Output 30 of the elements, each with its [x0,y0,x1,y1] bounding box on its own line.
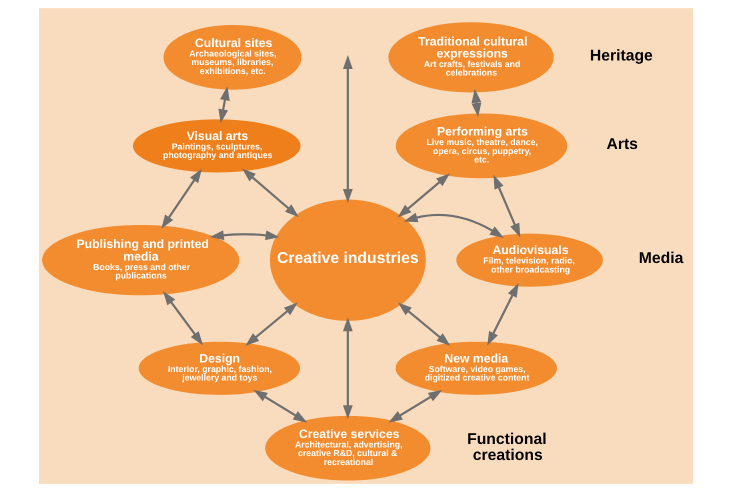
arrow [493,174,520,238]
node-ellipse: Creative services Architectural, advertising, creative R&D, cultural & recreational [264,416,430,481]
arrow [252,390,307,423]
arrow [486,283,518,346]
arrow [242,168,298,218]
node-ellipse: Creative industries [269,199,426,321]
arrow [471,88,481,117]
node-ellipse: Visual arts Paintings, sculptures, photography and antiques [132,119,300,172]
label: Heritage [589,47,652,64]
arrow [162,291,203,346]
node-ellipse: Publishing and printed media Books, press and other publications [42,225,239,296]
arrow [218,86,230,124]
node-ellipse: Performing arts Live music, theatre, dance, opera, circus, puppetry, etc. [395,114,567,178]
arrow [342,317,352,420]
node-ellipse: Audiovisuals Film, television, radio, other broadcasting [456,234,602,287]
arrow [244,302,298,346]
arrow [388,390,442,423]
node-ellipse: New media Software, video games, digitized creative content [395,342,556,395]
arrow [342,55,352,204]
arrow [397,173,450,218]
label: Media [638,250,683,268]
arrow [397,302,450,346]
node-ellipse: Traditional cultural expressions Art crafts, festivals and celebrations [388,22,554,92]
label: Arts [606,136,638,153]
node-ellipse: Cultural sites Archaeological sites, museums, libraries, exhibitions, etc. [162,24,301,90]
label: Functional creations [466,431,546,464]
arrow [209,230,280,240]
node-ellipse: Design Interior, graphic, fashion, jewellery and toys [138,342,300,395]
arrow [403,212,504,238]
arrow [160,168,202,229]
